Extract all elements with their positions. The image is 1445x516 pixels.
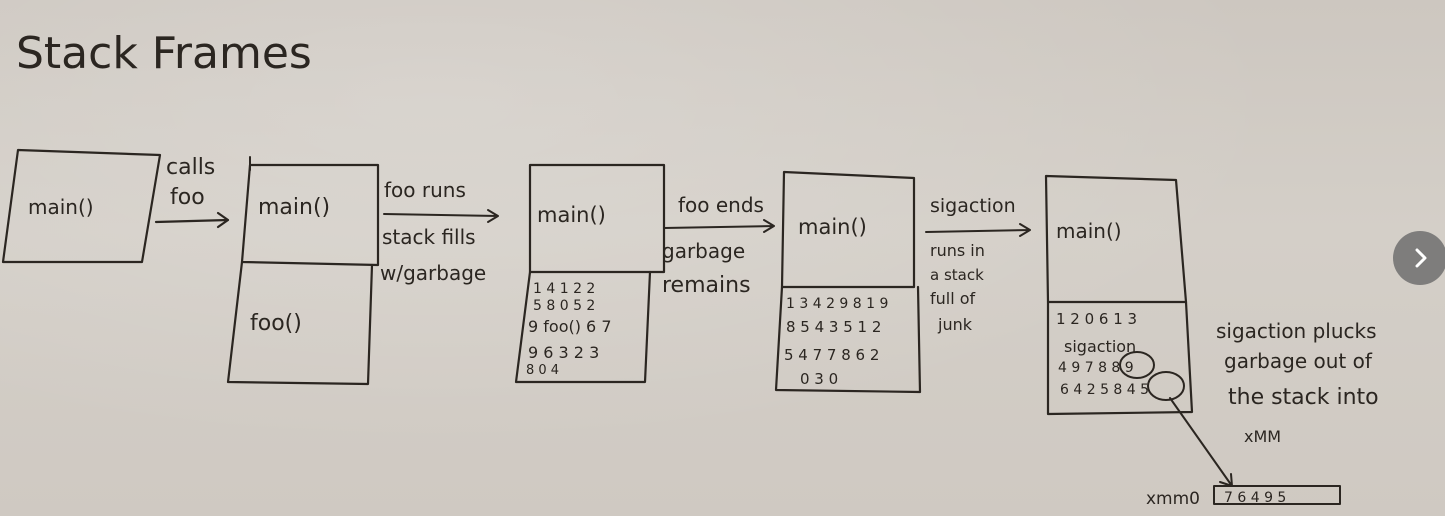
frame-4-top: main() bbox=[798, 215, 867, 239]
transition-1-line-2: foo bbox=[170, 185, 205, 210]
frame-3-garbage-3: 9 foo() 6 7 bbox=[528, 317, 612, 336]
transition-3-line-2: garbage bbox=[662, 239, 745, 263]
next-button[interactable] bbox=[1393, 231, 1445, 285]
frame-2-top: main() bbox=[258, 195, 330, 220]
frame-3-top: main() bbox=[537, 203, 606, 227]
frame-4-bottom-box bbox=[774, 285, 922, 394]
frame-3-garbage-5: 8 0 4 bbox=[526, 363, 559, 378]
frame-4-garbage-2: 8 5 4 3 5 1 2 bbox=[786, 318, 881, 336]
register-values: 7 6 4 9 5 bbox=[1224, 490, 1286, 506]
transition-1-line-1: calls bbox=[166, 155, 215, 180]
note: sigaction plucks garbage out of the stac… bbox=[1216, 319, 1379, 446]
note-line-2: garbage out of bbox=[1224, 349, 1373, 373]
page-title: Stack Frames bbox=[16, 28, 312, 79]
transition-4-line-5: junk bbox=[937, 315, 973, 334]
transition-3: foo ends garbage remains bbox=[662, 193, 775, 298]
frame-1: main() bbox=[1, 148, 162, 264]
transition-4-line-2: runs in bbox=[930, 241, 985, 260]
transition-4-line-3: a stack bbox=[930, 266, 984, 284]
frame-5: main() 1 2 0 6 1 3 sigaction 4 9 7 8 8 9… bbox=[1044, 174, 1194, 416]
register: xmm0 7 6 4 9 5 bbox=[1146, 485, 1341, 509]
frame-2-bottom-box bbox=[226, 260, 374, 386]
frame-4-garbage-3: 5 4 7 7 8 6 2 bbox=[784, 346, 879, 364]
frame-1-box bbox=[1, 148, 162, 264]
pluck-circle-2 bbox=[1147, 371, 1185, 401]
transition-2-arrow bbox=[383, 209, 499, 223]
frame-1-top: main() bbox=[28, 195, 94, 219]
frame-4: main() 1 3 4 2 9 8 1 9 8 5 4 3 5 1 2 5 4… bbox=[774, 170, 922, 394]
transition-4-line-4: full of bbox=[930, 289, 976, 308]
transition-4-line-1: sigaction bbox=[930, 195, 1016, 217]
frame-5-garbage-1: 1 2 0 6 1 3 bbox=[1056, 310, 1137, 328]
frame-5-bottom-box bbox=[1046, 300, 1194, 416]
frame-3: main() 1 4 1 2 2 5 8 0 5 2 9 foo() 6 7 9… bbox=[514, 163, 666, 384]
register-box bbox=[1213, 485, 1341, 505]
transition-4: sigaction runs in a stack full of junk bbox=[925, 195, 1031, 334]
transition-2-line-1: foo runs bbox=[384, 178, 466, 202]
frame-5-garbage-3: 4 9 7 8 8 9 bbox=[1058, 360, 1134, 376]
transition-3-line-1: foo ends bbox=[678, 193, 764, 217]
transition-2-line-3: w/garbage bbox=[380, 261, 486, 285]
transition-2: foo runs stack fills w/garbage bbox=[380, 178, 499, 285]
transition-1: calls foo bbox=[154, 155, 230, 229]
transition-1-arrow bbox=[154, 211, 230, 229]
frame-3-bottom-box bbox=[514, 270, 652, 384]
note-line-3: the stack into bbox=[1228, 385, 1379, 410]
frame-3-garbage-4: 9 6 3 2 3 bbox=[528, 343, 599, 362]
transition-3-line-3: remains bbox=[662, 273, 751, 298]
transition-2-line-2: stack fills bbox=[382, 225, 476, 249]
note-line-1: sigaction plucks bbox=[1216, 319, 1377, 343]
frame-5-garbage-4: 6 4 2 5 8 4 5 bbox=[1060, 382, 1149, 398]
transition-3-arrow bbox=[663, 219, 775, 233]
frame-4-top-box bbox=[780, 170, 916, 289]
frame-3-garbage-2: 5 8 0 5 2 bbox=[533, 298, 595, 314]
frame-3-garbage-1: 1 4 1 2 2 bbox=[533, 281, 595, 297]
pluck-circle-1 bbox=[1119, 351, 1155, 379]
frame-5-top: main() bbox=[1056, 219, 1122, 243]
frame-4-garbage-1: 1 3 4 2 9 8 1 9 bbox=[786, 296, 888, 312]
frame-4-garbage-4: 0 3 0 bbox=[800, 370, 838, 388]
register-label: xmm0 bbox=[1146, 489, 1200, 509]
frame-2-bottom: foo() bbox=[250, 311, 302, 336]
frame-2-top-box bbox=[240, 163, 380, 267]
chevron-right-icon bbox=[1415, 248, 1427, 268]
frame-3-top-box bbox=[528, 163, 666, 274]
frame-2: main() foo() bbox=[226, 156, 380, 386]
frame-5-garbage-2: sigaction bbox=[1064, 337, 1136, 356]
transition-4-arrow bbox=[925, 223, 1031, 237]
pluck-arrow bbox=[1169, 397, 1233, 487]
note-line-4: xMM bbox=[1244, 427, 1281, 446]
